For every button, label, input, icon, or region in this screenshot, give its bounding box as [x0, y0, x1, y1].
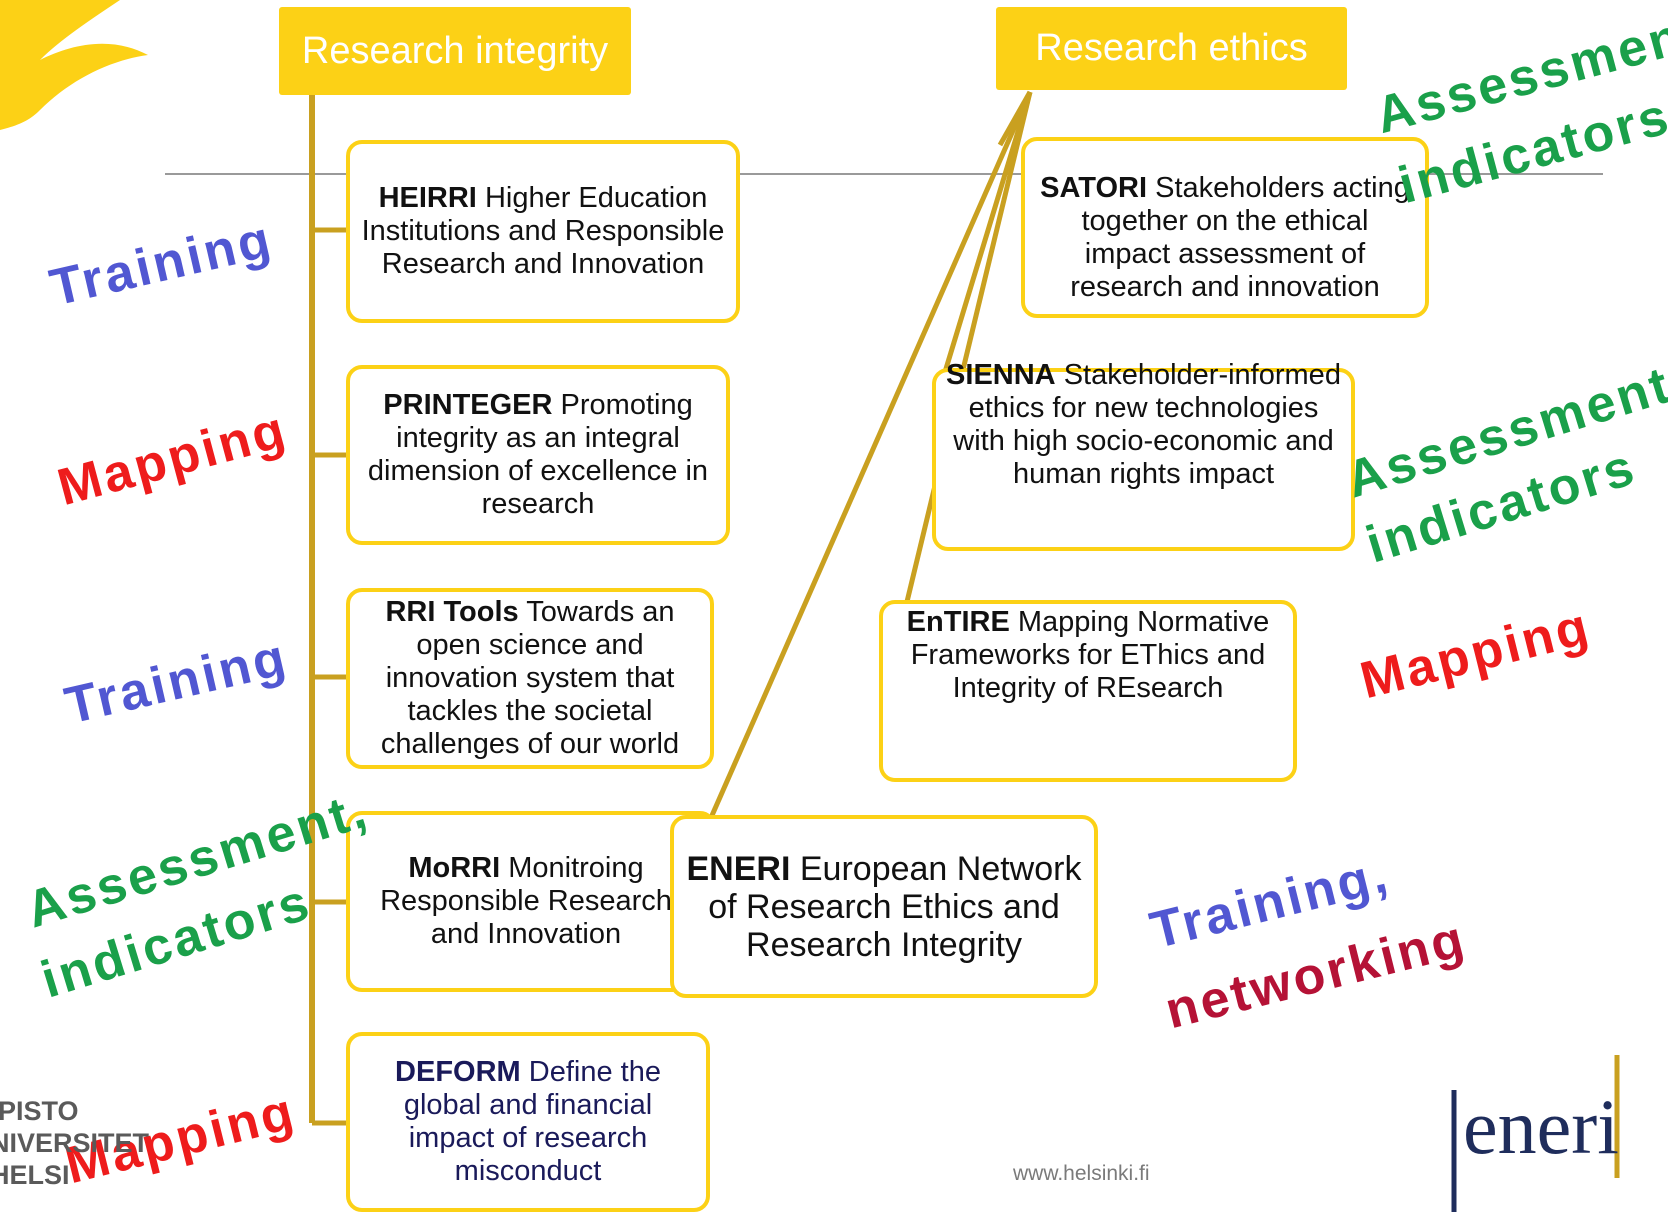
printeger-acronym: PRINTEGER — [383, 389, 553, 421]
deform-description: Define the global and financial impact o… — [403, 1056, 661, 1187]
morri-description: Monitroing Responsible Research and Inno… — [380, 852, 672, 950]
university-name-line: PISTO — [0, 1096, 79, 1126]
rri-tools-box: RRI Tools Towards an open science and in… — [346, 588, 714, 769]
eneri-description: European Network of Research Ethics and … — [708, 849, 1082, 964]
deform-box: DEFORM Define the global and financial i… — [346, 1032, 710, 1212]
sienna-acronym: SIENNA — [946, 359, 1056, 391]
morri-box: MoRRI Monitroing Responsible Research an… — [346, 811, 716, 992]
footer-url[interactable]: www.helsinki.fi — [1013, 1162, 1150, 1185]
satori-box: SATORI Stakeholders acting together on t… — [1021, 137, 1429, 318]
heirri-box: HEIRRI Higher Education Institutions and… — [346, 140, 740, 323]
printeger-box: PRINTEGER Promoting integrity as an inte… — [346, 365, 730, 545]
heirri-description: Higher Education Institutions and Respon… — [361, 182, 725, 280]
eneri-acronym: ENERI — [686, 849, 791, 888]
rri-tools-description: Towards an open science and innovation s… — [380, 596, 680, 760]
sienna-description: Stakeholder-informed ethics for new tech… — [953, 359, 1341, 490]
eneri-logo: eneri — [1463, 1083, 1619, 1170]
entire-acronym: EnTIRE — [906, 606, 1010, 638]
deform-acronym: DEFORM — [395, 1056, 521, 1088]
research-ethics-header: Research ethics — [996, 7, 1347, 90]
heirri-acronym: HEIRRI — [378, 182, 477, 214]
printeger-description: Promoting integrity as an integral dimen… — [367, 389, 709, 520]
sienna-box: SIENNA Stakeholder-informed ethics for n… — [932, 359, 1355, 551]
satori-description: Stakeholders acting together on the ethi… — [1070, 171, 1410, 303]
university-name-line: NIVERSITET — [0, 1128, 150, 1158]
entire-description: Mapping Normative Frameworks for EThics … — [910, 606, 1270, 704]
research-integrity-header: Research integrity — [279, 7, 631, 95]
satori-acronym: SATORI — [1040, 171, 1148, 204]
university-flame-icon — [0, 0, 148, 130]
entire-box: EnTIRE Mapping Normative Frameworks for … — [879, 600, 1297, 782]
eneri-box: ENERI European Network of Research Ethic… — [670, 815, 1098, 998]
university-name: PISTO NIVERSITET HELSI — [0, 1095, 149, 1191]
university-name-line: HELSI — [0, 1160, 70, 1190]
morri-acronym: MoRRI — [408, 852, 501, 884]
rri-tools-acronym: RRI Tools — [385, 596, 519, 628]
